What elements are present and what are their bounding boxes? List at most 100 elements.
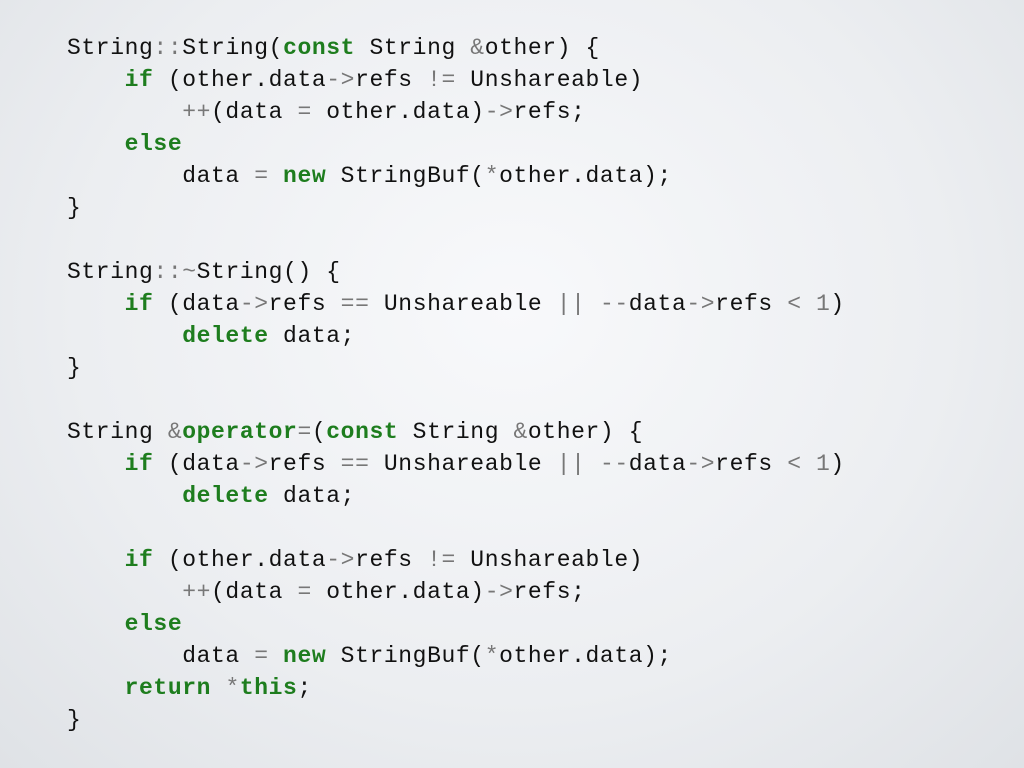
code-token: [67, 611, 125, 637]
operator-token: ->: [686, 451, 716, 477]
code-token: refs: [715, 291, 788, 317]
code-token: other.data);: [499, 643, 672, 669]
keyword-token: delete: [182, 323, 269, 349]
code-token: (data: [153, 291, 240, 317]
code-line: String &operator=(const String &other) {: [67, 416, 845, 448]
code-token: other.data): [311, 99, 485, 125]
keyword-token: new: [283, 643, 327, 669]
code-token: (other.data: [153, 67, 327, 93]
code-token: [269, 163, 283, 189]
code-line: data = new StringBuf(*other.data);: [67, 640, 845, 672]
code-line: String::String(const String &other) {: [67, 32, 845, 64]
code-token: [67, 323, 182, 349]
code-line: else: [67, 128, 845, 160]
code-token: [67, 675, 125, 701]
operator-token: =: [297, 419, 312, 445]
operator-token: *: [225, 675, 240, 701]
code-token: refs: [355, 67, 428, 93]
code-line: [67, 224, 845, 256]
code-token: data;: [268, 323, 356, 349]
code-token: ): [830, 451, 845, 477]
code-line: }: [67, 192, 845, 224]
code-token: [269, 643, 283, 669]
operator-token: =: [254, 643, 269, 669]
code-token: [67, 67, 125, 93]
operator-token: *: [484, 643, 500, 669]
operator-token: ->: [326, 547, 356, 573]
keyword-token: new: [283, 163, 327, 189]
operator-token: 1: [816, 451, 831, 477]
keyword-token: return: [124, 675, 212, 701]
keyword-token: if: [124, 67, 154, 93]
operator-token: &: [167, 419, 183, 445]
code-token: Unshareable): [455, 547, 644, 573]
code-token: [67, 99, 182, 125]
code-token: other.data): [311, 579, 485, 605]
code-token: refs: [268, 291, 341, 317]
code-token: String: [67, 35, 154, 61]
code-token: [67, 547, 125, 573]
operator-token: ==: [340, 451, 370, 477]
operator-token: ->: [484, 99, 514, 125]
code-token: data: [67, 643, 255, 669]
keyword-token: const: [283, 35, 356, 61]
code-token: (data: [211, 579, 298, 605]
code-token: [67, 451, 125, 477]
operator-token: 1: [816, 291, 831, 317]
keyword-token: if: [124, 291, 154, 317]
code-token: String(: [182, 35, 284, 61]
code-token: other.data);: [499, 163, 672, 189]
code-line: delete data;: [67, 480, 845, 512]
keyword-token: else: [124, 611, 183, 637]
code-line: ++(data = other.data)->refs;: [67, 96, 845, 128]
operator-token: --: [599, 291, 629, 317]
code-token: StringBuf(: [326, 163, 485, 189]
keyword-token: if: [124, 451, 154, 477]
code-line: }: [67, 704, 845, 736]
code-token: (data: [153, 451, 240, 477]
code-token: [67, 291, 125, 317]
operator-token: ->: [239, 291, 269, 317]
operator-token: !=: [427, 547, 456, 573]
code-token: (other.data: [153, 547, 327, 573]
code-line: [67, 384, 845, 416]
code-line: ++(data = other.data)->refs;: [67, 576, 845, 608]
code-token: String: [67, 419, 168, 445]
code-token: }: [67, 355, 82, 381]
code-line: if (data->refs == Unshareable || --data-…: [67, 448, 845, 480]
keyword-token: operator: [182, 419, 298, 445]
code-token: [586, 291, 600, 317]
operator-token: <: [787, 291, 802, 317]
code-token: }: [67, 195, 82, 221]
code-token: refs;: [513, 99, 586, 125]
code-token: [211, 675, 225, 701]
operator-token: =: [297, 579, 312, 605]
operator-token: &: [470, 35, 485, 61]
operator-token: =: [297, 99, 312, 125]
operator-token: ->: [484, 579, 514, 605]
code-token: refs: [715, 451, 788, 477]
operator-token: ++: [182, 99, 212, 125]
code-line: [67, 512, 845, 544]
code-token: ): [830, 291, 845, 317]
code-token: Unshareable): [455, 67, 644, 93]
code-line: if (other.data->refs != Unshareable): [67, 64, 845, 96]
operator-token: !=: [427, 67, 456, 93]
operator-token: ++: [182, 579, 212, 605]
code-token: }: [67, 707, 82, 733]
code-line: }: [67, 352, 845, 384]
code-line: else: [67, 608, 845, 640]
operator-token: ::: [153, 35, 183, 61]
code-token: ;: [297, 675, 312, 701]
code-token: other) {: [484, 35, 600, 61]
code-token: String: [67, 259, 154, 285]
operator-token: --: [599, 451, 629, 477]
operator-token: <: [787, 451, 802, 477]
keyword-token: if: [124, 547, 154, 573]
code-line: data = new StringBuf(*other.data);: [67, 160, 845, 192]
code-token: Unshareable: [369, 451, 557, 477]
code-token: data: [628, 291, 687, 317]
operator-token: ->: [239, 451, 269, 477]
operator-token: ||: [556, 451, 586, 477]
